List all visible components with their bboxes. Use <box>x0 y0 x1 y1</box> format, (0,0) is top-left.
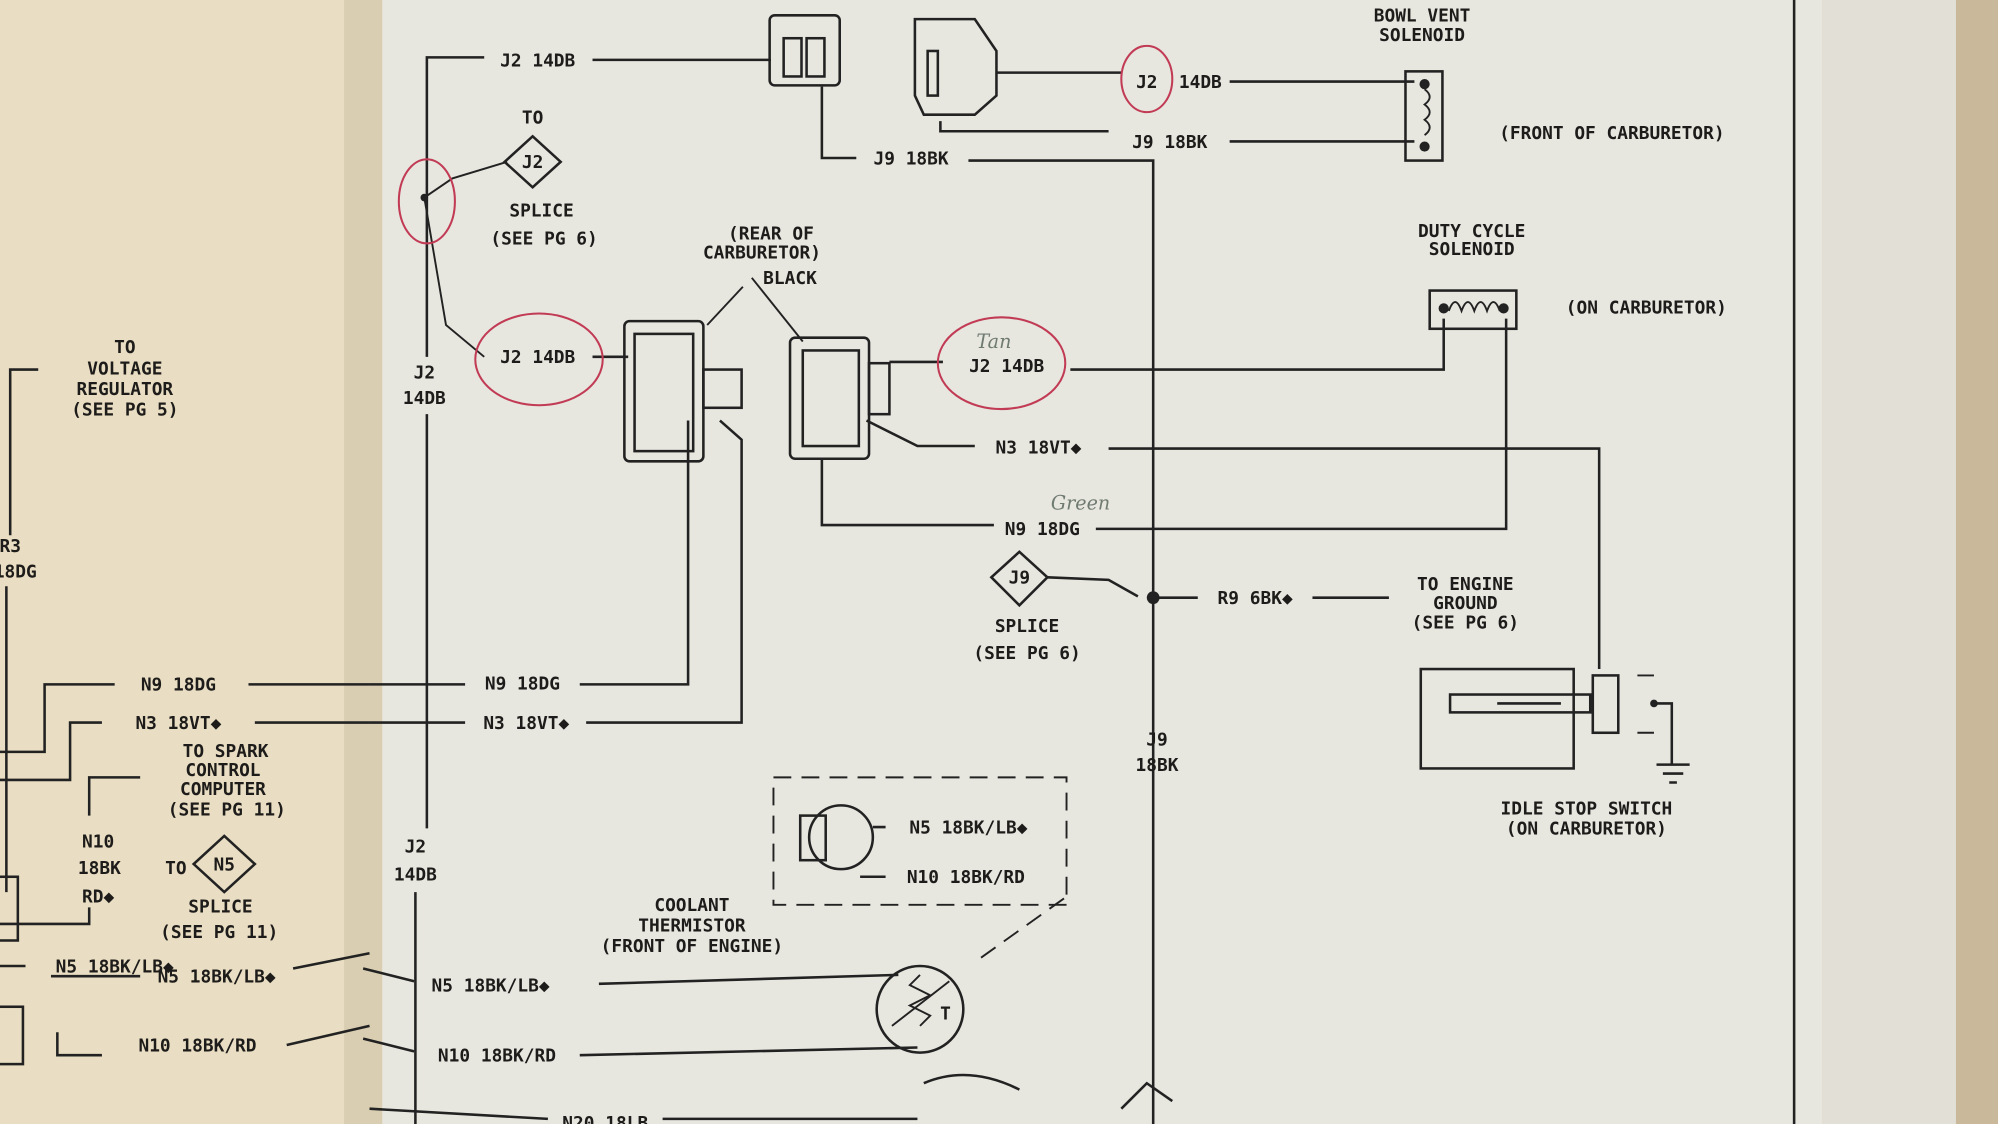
label: (SEE PG 5) <box>71 399 178 420</box>
component-title: IDLE STOP SWITCH <box>1501 798 1673 819</box>
right-page-wires <box>362 14 1690 1124</box>
label: TO <box>114 337 135 358</box>
wire-label: J9 18BK <box>874 148 949 169</box>
wire-label: N9 18DG <box>485 673 560 694</box>
component-title: THERMISTOR <box>638 916 746 937</box>
label: VOLTAGE <box>87 359 162 380</box>
book-edge <box>1955 0 1998 1124</box>
left-page <box>0 0 383 1124</box>
label: SPLICE <box>188 896 252 917</box>
wire-label: N3 18VT◆ <box>135 713 221 734</box>
red-marker-circle <box>1120 44 1174 114</box>
wire-label: N10 18BK/RD <box>138 1035 256 1056</box>
label: TO <box>165 858 186 879</box>
component-location: (ON CARBURETOR) <box>1566 297 1727 318</box>
wire-label: N3 18VT◆ <box>996 438 1082 459</box>
component-title: SOLENOID <box>1379 25 1465 46</box>
splice-diamond-label: J2 <box>522 152 543 173</box>
label: SPLICE <box>509 201 573 222</box>
labels: J2 14DB TO J2 SPLICE (SEE PG 6) J9 18BK … <box>0 6 1727 1124</box>
right-page <box>382 0 1823 1124</box>
splice-diamond-label: N5 <box>214 854 235 875</box>
wire-label: N10 18BK/RD <box>907 867 1025 888</box>
label: TO <box>522 108 543 129</box>
wire-label: RD◆ <box>82 886 114 907</box>
wire-label: J2 <box>414 362 435 383</box>
wire-label: J2 14DB <box>969 356 1044 377</box>
wire-label: N9 18DG <box>1005 519 1080 540</box>
wire-label: N10 18BK/RD <box>438 1046 556 1067</box>
label: (SEE PG 11) <box>168 800 286 821</box>
wire-label: 14DB <box>403 388 446 409</box>
thermistor-box <box>772 776 1068 906</box>
wire-label: J9 <box>1146 730 1167 751</box>
wire-label: N5 18BK/LB◆ <box>909 817 1027 838</box>
wire-label: 18BK <box>78 858 121 879</box>
duty-cycle-solenoid <box>1428 289 1518 331</box>
label: (SEE PG 6) <box>973 643 1080 664</box>
wire-label: 14DB <box>394 865 437 886</box>
label: TO ENGINE <box>1417 574 1514 595</box>
splice-diamond-label: J9 <box>1009 568 1030 589</box>
wire-label: N5 18BK/LB◆ <box>432 975 550 996</box>
wire-label: N20 18LB <box>562 1113 648 1124</box>
wire-label: N10 <box>82 831 114 852</box>
thermistor-symbol <box>875 964 965 1054</box>
wire-label: 18DG <box>0 561 37 582</box>
label: CONTROL <box>185 760 260 781</box>
wire-label: J9 18BK <box>1132 132 1207 153</box>
wire-label: J2 <box>1136 72 1157 93</box>
wire-label: R9 6BK◆ <box>1218 588 1293 609</box>
label: (SEE PG 11) <box>160 922 278 943</box>
idle-stop-switch <box>1419 667 1575 770</box>
red-marker-circle <box>936 316 1067 411</box>
gutter-shadow <box>344 0 383 1124</box>
label: SPLICE <box>995 616 1059 637</box>
wire-label: N9 18DG <box>141 675 216 696</box>
label: REGULATOR <box>77 379 174 400</box>
label: (SEE PG 6) <box>490 229 597 250</box>
label: COMPUTER <box>180 779 266 800</box>
handwritten-note: Tan <box>976 330 1011 353</box>
red-marker-circle <box>474 312 604 407</box>
label: (REAR OF <box>728 224 814 245</box>
red-marker-circle <box>397 158 456 245</box>
wire-label: R3 <box>0 536 21 557</box>
left-page-wires <box>0 368 370 1066</box>
wire-label: N5 18BK/LB◆ <box>56 956 174 977</box>
component-location: (FRONT OF CARBURETOR) <box>1499 123 1724 144</box>
component-title: SOLENOID <box>1429 239 1515 260</box>
wire-label: J2 14DB <box>500 50 575 71</box>
component-title: COOLANT <box>654 895 729 916</box>
label: GROUND <box>1433 593 1497 614</box>
wire-label: 18BK <box>1136 755 1179 776</box>
wire-label: J2 14DB <box>500 347 575 368</box>
bowl-vent-solenoid <box>1404 70 1444 162</box>
thermistor-symbol-label: T <box>940 1004 951 1025</box>
component-title: DUTY CYCLE <box>1418 221 1525 242</box>
handwritten-note: Green <box>1051 492 1110 515</box>
component-location: (ON CARBURETOR) <box>1506 819 1667 840</box>
wire-label: N5 18BK/LB◆ <box>158 967 276 988</box>
component-title: BOWL VENT <box>1374 6 1471 27</box>
component-location: (FRONT OF ENGINE) <box>601 936 783 957</box>
wire-label: J2 <box>405 837 426 858</box>
wire-label: N3 18VT◆ <box>483 713 569 734</box>
wire-label: 14DB <box>1179 72 1222 93</box>
label: CARBURETOR) <box>703 243 821 264</box>
label: (SEE PG 6) <box>1412 612 1519 633</box>
label: TO SPARK <box>183 741 269 762</box>
label: BLACK <box>763 268 817 289</box>
